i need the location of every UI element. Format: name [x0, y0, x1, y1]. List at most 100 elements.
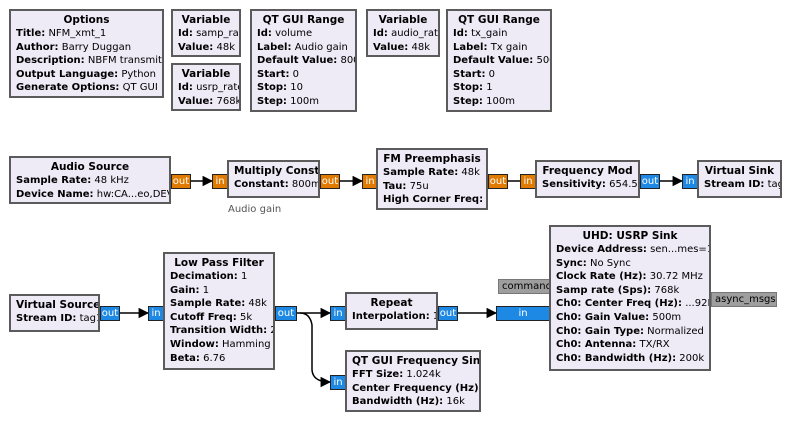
block-param-row: Output Language: Python: [16, 68, 157, 82]
block-param-row: Start: 0: [453, 68, 545, 82]
param-key: Ch0: Gain Type:: [556, 325, 644, 337]
param-value: tag1: [767, 179, 780, 190]
multiply-const-in-port[interactable]: in: [212, 174, 228, 189]
param-key: Device Address:: [556, 244, 647, 255]
param-value: 48k: [461, 167, 480, 178]
param-key: Cutoff Freq:: [170, 311, 237, 323]
param-value: Hamming: [222, 338, 271, 350]
virtual-sink-in-port[interactable]: in: [682, 174, 698, 189]
param-value: 100m: [290, 95, 319, 107]
param-key: Id:: [373, 28, 388, 39]
block-param-row: Stop: 10: [257, 81, 350, 95]
param-value: 1: [241, 271, 248, 282]
param-key: Id:: [453, 28, 468, 39]
block-param-row: Cutoff Freq: 5k: [170, 311, 268, 325]
param-key: Stream ID:: [704, 179, 765, 190]
fm-preemphasis-out-port[interactable]: out: [488, 174, 508, 189]
block-param-row: Beta: 6.76: [170, 352, 268, 366]
param-value: Normalized: [647, 325, 704, 337]
param-value: hw:CA...eo,DEV=0: [96, 188, 169, 200]
repeat-in-port[interactable]: in: [330, 306, 346, 321]
param-value: 0: [488, 68, 496, 80]
block-param-row: Ch0: Bandwidth (Hz): 200k: [556, 352, 704, 366]
usrp-sink-in-port[interactable]: in: [496, 306, 550, 321]
block-param-row: High Corner Freq: -1: [383, 193, 483, 207]
param-key: Ch0: Center Freq (Hz):: [556, 298, 682, 310]
param-value: 16: [433, 311, 436, 322]
block-param-row: Stream ID: tag1: [704, 178, 780, 192]
virtual-source-out-port[interactable]: out: [100, 306, 120, 321]
param-value: 48k: [411, 41, 430, 53]
block-param-row: Default Value: 800m: [257, 54, 355, 68]
block-param-row: Id: audio_rate: [373, 27, 438, 41]
param-value: samp_rate: [196, 28, 239, 39]
frequency-mod-out-port[interactable]: out: [640, 174, 660, 189]
param-key: Constant:: [234, 179, 289, 190]
audio-source-out-port[interactable]: out: [171, 174, 191, 189]
frequency-mod-in-port[interactable]: in: [520, 174, 536, 189]
param-key: Id:: [178, 82, 193, 93]
param-key: Step:: [453, 95, 483, 107]
param-key: Title:: [16, 28, 46, 39]
block-param-row: Description: NBFM transmitter: [16, 54, 162, 68]
repeat-out-port[interactable]: out: [438, 306, 458, 321]
block-param-row: Id: usrp_rate: [178, 81, 239, 95]
param-value: 768k: [216, 95, 241, 107]
param-key: Default Value:: [453, 55, 534, 67]
block-param-row: Gain: 1: [170, 284, 268, 298]
param-value: 30.72 MHz: [649, 271, 703, 283]
param-value: 768k: [654, 284, 680, 296]
param-value: 48k: [248, 298, 267, 310]
param-value: No Sync: [589, 257, 631, 269]
block-param-row: Ch0: Antenna: TX/RX: [556, 338, 704, 352]
param-key: Start:: [453, 68, 486, 80]
param-key: Id:: [257, 28, 272, 39]
block-param-row: Transition Width: 2k: [170, 324, 273, 338]
param-value: 1: [202, 284, 210, 296]
block-param-row: Sample Rate: 48k: [383, 166, 481, 180]
param-key: Value:: [373, 41, 409, 53]
param-value: 48k: [216, 41, 235, 53]
param-key: Gain:: [170, 284, 200, 296]
param-value: 100m: [486, 95, 515, 107]
block-title: Repeat: [370, 297, 413, 309]
block-title: Variable: [181, 68, 231, 80]
param-key: Stream ID:: [16, 313, 77, 324]
param-key: Tau:: [383, 180, 407, 192]
multiply-const-out-port[interactable]: out: [320, 174, 340, 189]
param-key: Clock Rate (Hz):: [556, 271, 647, 283]
param-key: Sync:: [556, 257, 587, 269]
param-key: Decimation:: [170, 271, 238, 282]
param-key: Output Language:: [16, 68, 119, 80]
usrp-async-msgs-port[interactable]: async_msgs: [711, 292, 777, 307]
param-key: Samp rate (Sps):: [556, 284, 652, 296]
param-value: 5k: [239, 311, 253, 323]
param-key: Transition Width:: [170, 325, 268, 337]
block-param-row: Clock Rate (Hz): 30.72 MHz: [556, 270, 704, 284]
param-value: 1: [486, 82, 493, 94]
block-title: Low Pass Filter: [174, 257, 264, 269]
usrp-command-port[interactable]: command: [498, 279, 552, 294]
low-pass-filter-in-port[interactable]: in: [148, 306, 164, 321]
param-value: usrp_rate: [196, 82, 241, 93]
block-param-row: FFT Size: 1.024k: [352, 368, 474, 382]
low-pass-filter-out-port[interactable]: out: [275, 306, 297, 321]
freq-sink-in-port[interactable]: in: [330, 375, 346, 390]
param-key: Sample Rate:: [383, 167, 459, 178]
